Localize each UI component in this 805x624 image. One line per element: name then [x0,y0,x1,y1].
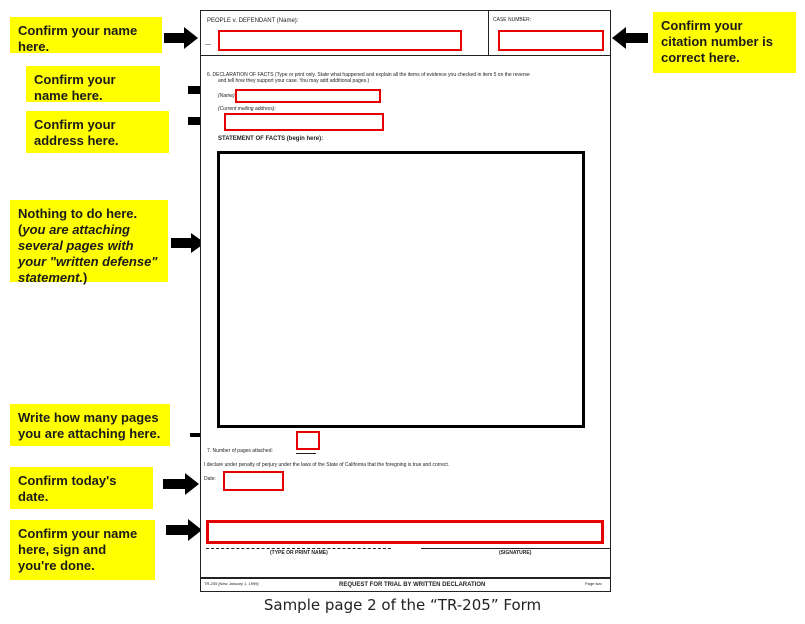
note-pages-attached: Write how many pages you are attaching h… [10,404,170,446]
type-print-name-caption: (TYPE OR PRINT NAME) [270,550,328,556]
note-nothing-to-do: Nothing to do here. (you are attaching s… [10,200,168,285]
pages-attached-field[interactable] [296,431,320,450]
arrow-right-icon [166,519,202,541]
footer-form-id: TR-205 [New January 1, 1999] [204,581,259,586]
defendant-name-field[interactable] [218,30,462,51]
form-page: PEOPLE v. DEFENDANT (Name): CASE NUMBER:… [200,10,611,592]
header-rule [201,55,610,56]
name-label: (Name): [218,93,237,99]
case-number-label: CASE NUMBER: [493,17,532,23]
statement-of-facts-box[interactable] [217,151,585,428]
people-label: PEOPLE v. DEFENDANT (Name): [207,18,299,24]
statement-label: STATEMENT OF FACTS (begin here): [218,136,324,142]
note-confirm-address: Confirm your address here. [26,111,169,153]
item6-instructions-1: 6. DECLARATION OF FACTS (Type or print o… [207,72,530,78]
print-name-line [206,548,391,549]
pages-attached-label: 7. Number of pages attached: [207,448,273,454]
note-nothing-lead: Nothing to do here. ( [18,206,138,237]
signature-caption: (SIGNATURE) [499,550,532,556]
footer-title: REQUEST FOR TRIAL BY WRITTEN DECLARATION [339,582,486,588]
note-nothing-tail: ) [83,270,88,285]
item6-instructions-2: and tell how they support your case. You… [218,78,370,84]
signature-line [421,548,610,549]
footer-rule [201,577,610,579]
header-dash: — [205,42,211,48]
date-field[interactable] [223,471,284,491]
note-sign: Confirm your name here, sign and you're … [10,520,155,580]
perjury-declaration: I declare under penalty of perjury under… [204,462,450,468]
citation-number-field[interactable] [498,30,604,51]
date-label: Date: [204,476,216,482]
note-confirm-date: Confirm today's date. [10,467,153,509]
address-label: (Current mailing address): [218,106,276,112]
declarant-name-field[interactable] [235,89,381,103]
arrow-right-icon [163,473,199,495]
note-confirm-citation: Confirm your citation number is correct … [653,12,796,73]
pages-attached-line [296,453,316,454]
arrow-left-icon [612,27,648,49]
print-name-sign-field[interactable] [206,520,604,544]
note-confirm-name-top: Confirm your name here. [10,17,162,54]
page-caption: Sample page 2 of the “TR-205” Form [263,596,542,614]
case-divider [488,11,489,55]
arrow-right-icon [164,27,198,49]
note-confirm-name-declaration: Confirm your name here. [26,66,160,103]
note-nothing-italic: you are attaching several pages with you… [18,222,158,285]
footer-page-number: Page two [585,581,602,586]
mailing-address-field[interactable] [224,113,384,131]
arrow-right-icon [171,233,205,253]
